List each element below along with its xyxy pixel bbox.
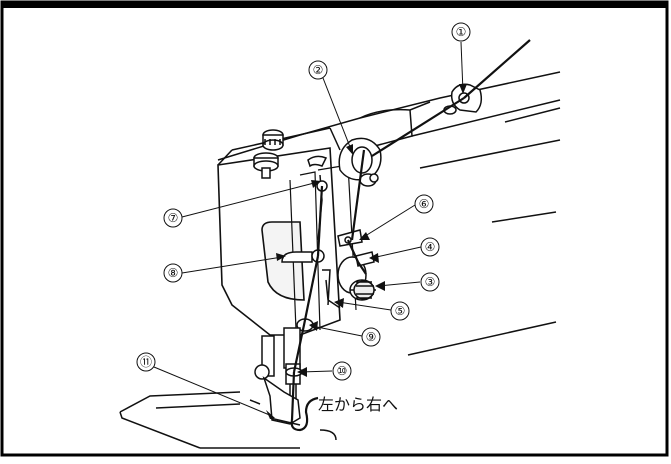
- callout-9-label: ⑨: [366, 330, 377, 344]
- tension-assembly-3: [337, 256, 376, 301]
- leader-arrowheads: [266, 84, 467, 419]
- callout-6: ⑥: [414, 194, 434, 214]
- callout-1-label: ①: [456, 25, 467, 39]
- callout-2: ②: [308, 60, 328, 80]
- callout-5-label: ⑤: [395, 304, 406, 318]
- check-spring-5: [322, 269, 341, 309]
- leader-lines: [153, 41, 464, 417]
- pressure-knob: [253, 129, 284, 179]
- callout-1: ①: [451, 22, 471, 42]
- callout-6-label: ⑥: [419, 197, 430, 211]
- callout-2-label: ②: [313, 63, 324, 77]
- callout-5: ⑤: [390, 301, 410, 321]
- callout-10-label: ⑩: [337, 364, 348, 378]
- callout-4: ④: [420, 237, 440, 257]
- callout-4-label: ④: [425, 240, 436, 254]
- presser-foot: [254, 335, 301, 426]
- callout-9: ⑨: [361, 327, 381, 347]
- callout-11-label: ⑪: [140, 355, 152, 369]
- threading-direction-note: 左から右へ: [318, 395, 398, 414]
- callout-7: ⑦: [163, 208, 183, 228]
- callout-11: ⑪: [136, 352, 156, 372]
- callout-3-label: ③: [425, 275, 436, 289]
- machine-head: [217, 147, 341, 336]
- machine-bed: [119, 391, 337, 449]
- callout-8-label: ⑧: [168, 266, 179, 280]
- callout-10: ⑩: [332, 361, 352, 381]
- thread-path: [290, 39, 531, 432]
- frame-top-bar: [2, 2, 667, 8]
- callout-3: ③: [420, 272, 440, 292]
- callout-7-label: ⑦: [168, 211, 179, 225]
- callout-8: ⑧: [163, 263, 183, 283]
